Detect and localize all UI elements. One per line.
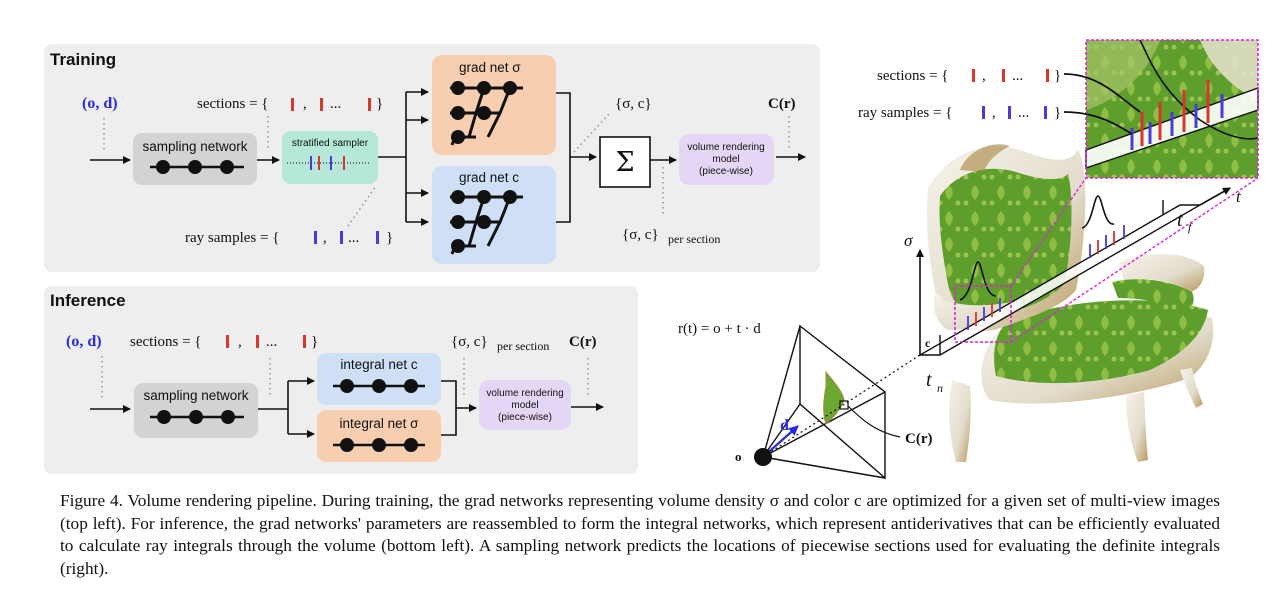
svg-text:,: , xyxy=(992,105,996,121)
right-ray-samples-ellipsis: ... xyxy=(1018,105,1029,121)
integral-net-sigma: integral net σ xyxy=(317,410,441,462)
inference-sections-close: } xyxy=(311,334,318,350)
neuron xyxy=(156,160,170,174)
sigma-axis-label: σ xyxy=(904,231,913,250)
zoom-connector xyxy=(1010,177,1087,287)
training-sections: sections = { , ... } xyxy=(197,96,383,150)
inference-sections-ellipsis: ... xyxy=(266,334,277,350)
volume-rendering-line2: model xyxy=(712,154,739,165)
zoom-region xyxy=(954,285,1012,343)
sections-label: sections = { xyxy=(197,96,268,112)
training-origin-dir: (o, d) xyxy=(82,95,118,112)
training-volume-rendering: volume rendering model (piece-wise) xyxy=(679,134,774,185)
inference-output: C(r) xyxy=(569,334,596,350)
stratified-sampler-label: stratified sampler xyxy=(292,138,369,149)
figure-caption: Figure 4. Volume rendering pipeline. Dur… xyxy=(60,490,1220,580)
right-ray-samples: ray samples = { , ... } xyxy=(858,105,1133,135)
integral-net-c-label: integral net c xyxy=(340,357,418,372)
figure-canvas: Training (o, d) sampling network stratif… xyxy=(44,39,1259,480)
right-ray-samples-label: ray samples = { xyxy=(858,105,952,121)
inference-volume-line1: volume rendering xyxy=(486,388,563,399)
sampling-network-label: sampling network xyxy=(142,139,247,154)
grad-net-sigma-label: grad net σ xyxy=(459,60,521,75)
ray-samples-label: ray samples = { xyxy=(185,230,279,246)
svg-text:,: , xyxy=(323,230,327,246)
inference-volume-rendering: volume rendering model (piece-wise) xyxy=(479,380,571,430)
ray-samples-close: } xyxy=(386,230,393,246)
training-sampling-network: sampling network xyxy=(133,133,257,185)
inference-sampling-network-label: sampling network xyxy=(143,388,248,403)
inference-sampling-network: sampling network xyxy=(134,383,258,438)
origin-label: o xyxy=(735,449,742,464)
pixel-color-label: C(r) xyxy=(905,431,932,447)
density-peak xyxy=(959,261,997,301)
inference-branch-arrows xyxy=(258,377,315,438)
training-merge: {σ, c} xyxy=(556,92,652,223)
volume-rendering-line3: (piece-wise) xyxy=(699,166,753,177)
right-sections-label: sections = { xyxy=(877,68,948,84)
right-sections-close: } xyxy=(1054,68,1061,84)
stratified-sampler: stratified sampler xyxy=(282,131,378,184)
neuron xyxy=(220,160,234,174)
volume-rendering-line1: volume rendering xyxy=(687,142,764,153)
t-far-sub: f xyxy=(1188,220,1193,234)
svg-text:,: , xyxy=(982,68,986,84)
ray-bar xyxy=(917,187,1231,356)
training-output: C(r) xyxy=(768,96,795,112)
inference-origin-dir: (o, d) xyxy=(66,333,102,350)
sum-box: Σ xyxy=(599,136,651,188)
color-mark: c xyxy=(925,336,931,350)
sigma-c-label: {σ, c} xyxy=(615,96,652,112)
training-branch-arrows xyxy=(378,88,429,226)
t-near-sub: n xyxy=(937,381,943,395)
ray-samples-marks xyxy=(967,225,1125,330)
integral-net-c: integral net c xyxy=(317,353,441,405)
ray-equation: r(t) = o + t · d xyxy=(678,321,761,337)
ray-illustration: σ c t t f t n xyxy=(678,39,1259,480)
inference-volume-line2: model xyxy=(511,400,538,411)
inference-sections: sections = { , ... } xyxy=(130,334,318,398)
sum-symbol: Σ xyxy=(615,147,634,178)
right-ray-samples-close: } xyxy=(1054,105,1061,121)
grad-net-c: grad net c xyxy=(432,166,556,264)
zoom-connector xyxy=(1010,177,1259,343)
inference-sections-label: sections = { xyxy=(130,334,201,350)
training-title: Training xyxy=(50,50,116,69)
inference-per-section-sub: per section xyxy=(497,339,549,353)
density-peak xyxy=(1081,195,1115,229)
t-near-label: t xyxy=(926,369,932,391)
sections-close: } xyxy=(376,96,383,112)
inference-title: Inference xyxy=(50,291,126,310)
right-sections: sections = { , ... } xyxy=(877,68,1141,113)
right-sections-ellipsis: ... xyxy=(1012,68,1023,84)
caption-text: Figure 4. Volume rendering pipeline. Dur… xyxy=(60,491,1220,578)
sections-ellipsis: ... xyxy=(330,96,341,112)
inference-panel: Inference (o, d) sections = { , ... } sa… xyxy=(44,286,638,474)
neuron xyxy=(188,160,202,174)
grad-net-sigma: grad net σ xyxy=(432,55,556,155)
t-far-label: t xyxy=(1177,209,1183,231)
training-ray-samples: ray samples = { , ... } xyxy=(185,185,393,246)
camera-frustum xyxy=(754,324,921,480)
integral-net-sigma-label: integral net σ xyxy=(340,416,420,431)
camera-origin xyxy=(754,448,772,466)
t-axis-label: t xyxy=(1236,187,1242,206)
svg-text:,: , xyxy=(303,96,307,112)
inference-sigma-c: {σ, c} xyxy=(451,334,488,350)
inference-volume-line3: (piece-wise) xyxy=(498,412,552,423)
training-panel-bg xyxy=(44,44,820,272)
ray-samples-ellipsis: ... xyxy=(348,230,359,246)
direction-label: d xyxy=(780,417,789,434)
svg-text:,: , xyxy=(238,334,242,350)
per-section-sub: per section xyxy=(668,232,720,246)
zoom-inset xyxy=(1085,39,1259,179)
grad-net-c-label: grad net c xyxy=(459,170,519,185)
training-panel: Training (o, d) sampling network stratif… xyxy=(44,44,820,272)
inference-merge: {σ, c} per section xyxy=(441,334,549,436)
sigma-c-per-section: {σ, c} xyxy=(622,227,659,243)
